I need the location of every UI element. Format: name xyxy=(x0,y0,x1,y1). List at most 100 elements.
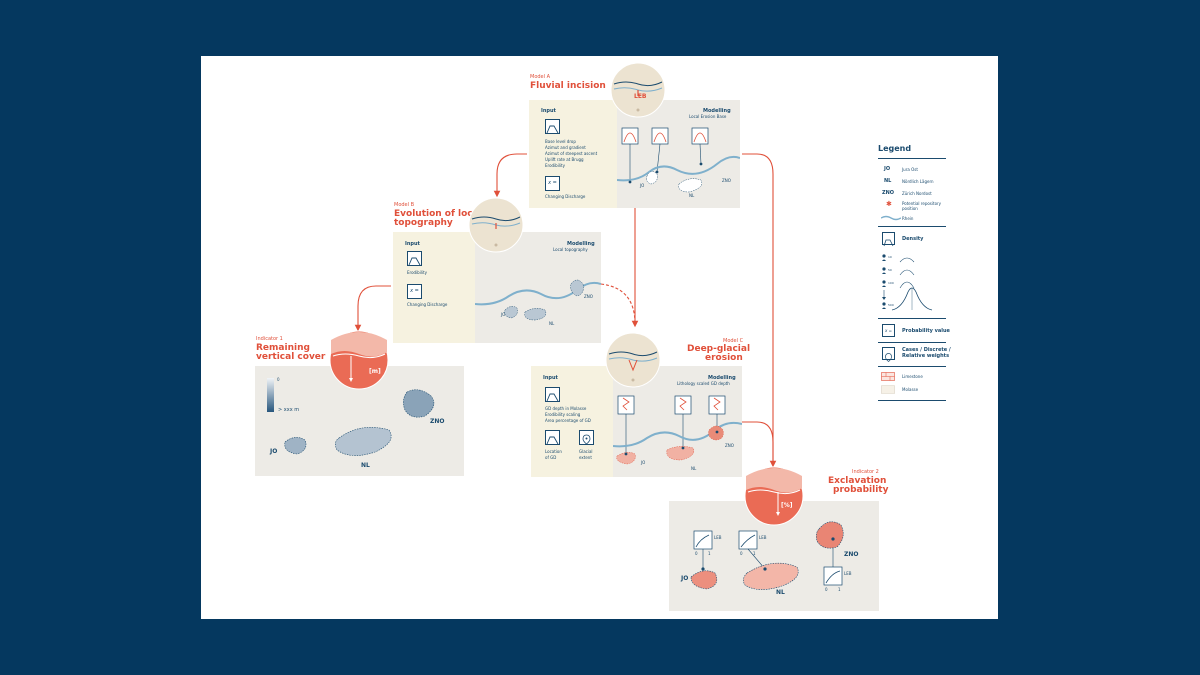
ind2-t1-1: 1 xyxy=(708,551,711,556)
model-b-jo: JO xyxy=(501,312,506,317)
model-a-item-1: Base level drop xyxy=(545,139,576,144)
model-c-map xyxy=(613,395,742,465)
model-a-changing: Changing Discharge xyxy=(545,194,586,199)
asterisk-icon: ✱ xyxy=(886,200,892,208)
model-c-item-3: Area percentage of GD xyxy=(545,418,591,423)
model-a-circle xyxy=(610,62,666,118)
model-c-loc-line2: of GD xyxy=(545,455,557,460)
model-a-panel: Input Base level drop Azimut and gradien… xyxy=(529,100,740,208)
density-icon-2 xyxy=(545,430,560,445)
density-icon xyxy=(545,119,560,134)
model-c-title-line2: erosion xyxy=(705,353,743,363)
probability-icon: x = xyxy=(407,284,422,299)
pin-icon xyxy=(882,347,895,362)
model-a-zno: ZNO xyxy=(722,178,731,183)
model-a-modelling: Modelling xyxy=(703,108,731,114)
model-b-nl: NL xyxy=(549,321,555,326)
legend-nl-code: NL xyxy=(884,178,892,184)
density-icon xyxy=(545,387,560,402)
model-c-jo: JO xyxy=(641,460,646,465)
indicator-2-badge: [%] xyxy=(781,502,793,509)
model-c-input-column xyxy=(531,366,613,477)
legend-cases-line1: Cases / Discrete / xyxy=(902,347,951,353)
model-a-title: Fluvial incision xyxy=(530,81,606,91)
legend-rhein: Rhein xyxy=(902,216,914,221)
model-b-title-line2: topography xyxy=(394,218,453,228)
indicator-1-tag: Indicator 1 xyxy=(256,336,283,342)
legend-zno-code: ZNO xyxy=(882,190,895,196)
model-a-terrain xyxy=(617,100,740,208)
model-c-circle xyxy=(605,332,661,388)
legend-nl-text: Nördlich Lägern xyxy=(902,179,934,184)
indicator-2-jo: JO xyxy=(681,575,689,582)
ind2-leb-1: LEB xyxy=(714,535,722,540)
poster-sheet: Model A Fluvial incision Input Base leve… xyxy=(201,56,998,619)
model-b-zno: ZNO xyxy=(584,294,593,299)
legend-jo-code: JO xyxy=(884,166,891,172)
indicator-1-map xyxy=(267,378,435,456)
arrow-b-to-ind1 xyxy=(354,285,391,332)
model-a-item-5: Erodibility xyxy=(545,163,565,168)
indicator-1-zno: ZNO xyxy=(430,418,445,425)
ind2-t0-3: 0 xyxy=(825,587,828,592)
legend-repo-line2: position xyxy=(902,206,918,211)
ind2-leb-2: LEB xyxy=(759,535,767,540)
pin-icon xyxy=(579,430,594,445)
legend-prob: Probability value xyxy=(902,328,950,334)
model-c-glac-line1: Glacial xyxy=(579,449,593,454)
model-c-item-2: Erodibility scaling xyxy=(545,412,581,417)
indicator-1-badge: [m] xyxy=(369,368,381,375)
model-a-item-4: Uplift rate at Brugg xyxy=(545,157,584,162)
legend-density: Density xyxy=(902,236,924,242)
model-c-item-1: GD depth in Molasse xyxy=(545,406,587,411)
indicator-1-circle xyxy=(329,330,389,390)
flow-arrows xyxy=(354,153,777,468)
indicator-2-title-line1: Exclavation xyxy=(828,476,887,486)
ind2-t0-2: 0 xyxy=(740,551,743,556)
indicator-2-circle xyxy=(744,466,804,526)
model-c-tag: Model C xyxy=(723,338,744,344)
indicator-1-nl: NL xyxy=(361,462,370,469)
arrow-c-to-ind2 xyxy=(742,421,774,464)
model-b-input-column xyxy=(393,232,475,343)
model-c-title-line1: Deep-glacial xyxy=(687,344,751,354)
model-b-title-line1: Evolution of local xyxy=(394,209,482,219)
model-a-map xyxy=(617,127,740,193)
legend-jo-text: Jura Ost xyxy=(902,167,918,172)
n-small-3: 100 xyxy=(888,281,894,285)
legend-zno-text: Zürich Nordost xyxy=(902,191,932,196)
legend-title: Legend xyxy=(878,144,912,153)
model-b-input-label: Input xyxy=(405,241,420,247)
ind2-t1-3: 1 xyxy=(838,587,841,592)
legend-molasse: Molasse xyxy=(902,387,919,392)
n-small-1: 10 xyxy=(888,255,892,259)
indicator-1-title-line1: Remaining xyxy=(256,343,310,353)
model-b-circle xyxy=(468,197,524,253)
model-c-modelling-sub: Lithology scaled GD depth xyxy=(677,381,730,386)
model-a-tag: Model A xyxy=(530,74,551,80)
model-b-modelling: Modelling xyxy=(567,241,595,247)
legend-repo-line1: Potential repository xyxy=(902,201,942,206)
indicator-2-tag: Indicator 2 xyxy=(852,469,879,475)
limestone-swatch xyxy=(881,372,895,381)
density-icon xyxy=(882,232,895,247)
scale-bottom: > xxx m xyxy=(278,407,300,413)
density-icon xyxy=(407,251,422,266)
indicator-2-map xyxy=(690,521,844,590)
indicator-1-title-line2: vertical cover xyxy=(256,352,326,362)
model-c-nl: NL xyxy=(691,466,697,471)
n-big: 500 xyxy=(888,303,894,307)
model-a-input-column xyxy=(529,100,617,208)
model-a-input-label: Input xyxy=(541,108,556,114)
model-b-item-1: Erodibility xyxy=(407,270,427,275)
density-sample-icons xyxy=(882,254,933,311)
model-b-changing: Changing Discharge xyxy=(407,302,448,307)
ind2-t1-2: 1 xyxy=(753,551,756,556)
river-icon xyxy=(881,215,901,221)
scale-top: 0 xyxy=(277,377,280,382)
model-c-input-label: Input xyxy=(543,375,558,381)
ind2-leb-3: LEB xyxy=(844,571,852,576)
indicator-1-jo: JO xyxy=(270,448,278,455)
indicator-2-title-line2: probability xyxy=(833,485,889,495)
leb-badge: LEB xyxy=(634,93,647,100)
